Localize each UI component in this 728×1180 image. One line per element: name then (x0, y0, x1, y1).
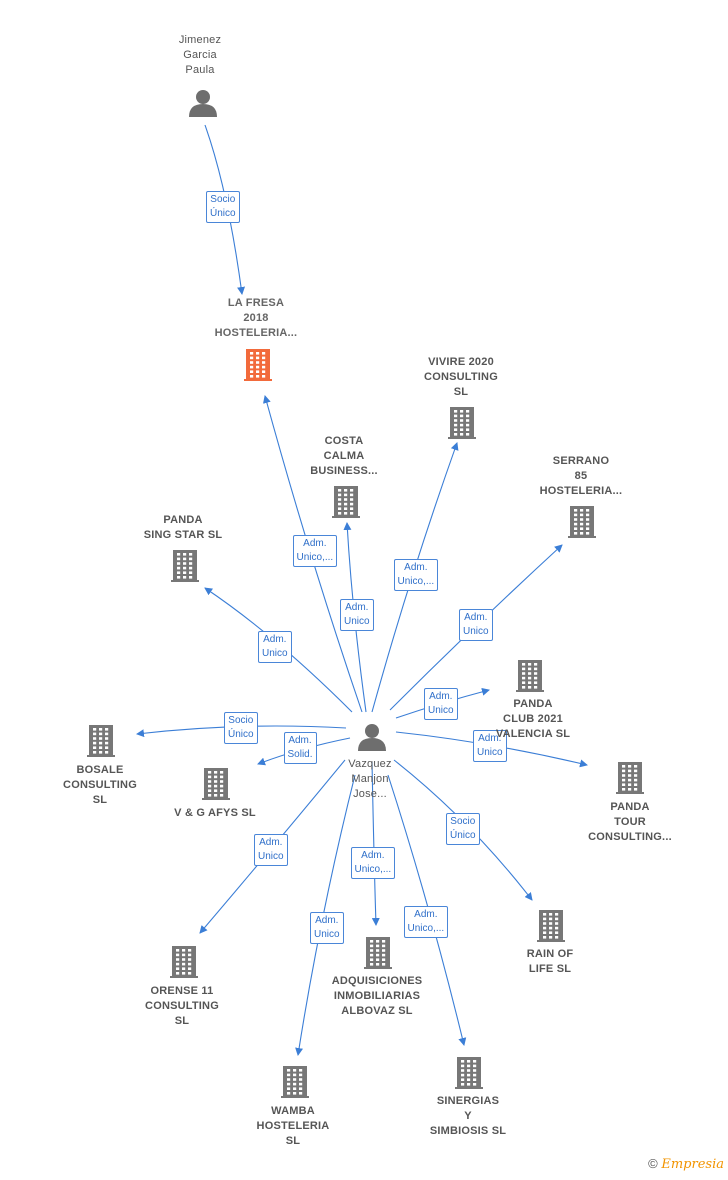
edge-label-vazquez-vivire[interactable]: Adm. Unico,... (393, 559, 439, 591)
edge-label-vazquez-wamba[interactable]: Adm. Unico (310, 912, 344, 944)
building-icon-wamba[interactable] (281, 1066, 309, 1098)
building-icon-bosale[interactable] (87, 725, 115, 757)
footer: © Empresia (648, 1156, 724, 1172)
icons-layer (87, 90, 644, 1098)
node-label-tour[interactable]: PANDA TOUR CONSULTING... (588, 801, 672, 843)
building-icon-albovaz[interactable] (364, 937, 392, 969)
node-label-vivire[interactable]: VIVIRE 2020 CONSULTING SL (424, 356, 498, 398)
building-icon-tour[interactable] (616, 762, 644, 794)
person-icon-vazquez[interactable] (358, 724, 386, 751)
brand-logo[interactable]: Empresia (661, 1157, 724, 1172)
node-label-sinergias[interactable]: SINERGIAS Y SIMBIOSIS SL (429, 1095, 507, 1137)
building-icon-rainoflife[interactable] (537, 910, 565, 942)
building-icon-sinergias[interactable] (455, 1057, 483, 1089)
edge-label-vazquez-serrano[interactable]: Adm. Unico (459, 609, 493, 641)
node-label-lafresa[interactable]: LA FRESA 2018 HOSTELERIA... (214, 297, 298, 339)
edge-label-jimenez-lafresa[interactable]: Socio Único (206, 191, 240, 223)
person-icon-jimenez[interactable] (189, 90, 217, 117)
building-icon-vivire[interactable] (448, 407, 476, 439)
node-label-vgafys[interactable]: V & G AFYS SL (174, 807, 256, 819)
node-label-costa[interactable]: COSTA CALMA BUSINESS... (310, 435, 378, 477)
edge-label-vazquez-costa[interactable]: Adm. Unico (340, 599, 374, 631)
edge-label-vazquez-albovaz[interactable]: Adm. Unico,... (350, 847, 396, 879)
building-icon-singstar[interactable] (171, 550, 199, 582)
building-icon-orense[interactable] (170, 946, 198, 978)
edge-label-vazquez-vgafys[interactable]: Adm. Solid. (283, 732, 317, 764)
copyright-symbol: © (648, 1156, 658, 1171)
node-label-serrano[interactable]: SERRANO 85 HOSTELERIA... (539, 455, 623, 497)
building-icon-club2021[interactable] (516, 660, 544, 692)
edge-label-vazquez-tour[interactable]: Adm. Unico (473, 730, 507, 762)
node-label-jimenez[interactable]: Jimenez Garcia Paula (178, 34, 222, 76)
edge-label-vazquez-rainoflife[interactable]: Socio Único (446, 813, 480, 845)
node-label-bosale[interactable]: BOSALE CONSULTING SL (63, 764, 137, 806)
edge-label-vazquez-singstar[interactable]: Adm. Unico (258, 631, 292, 663)
node-label-singstar[interactable]: PANDA SING STAR SL (143, 514, 223, 541)
edge-label-vazquez-bosale[interactable]: Socio Único (224, 712, 258, 744)
node-label-orense[interactable]: ORENSE 11 CONSULTING SL (145, 985, 219, 1027)
node-label-club2021[interactable]: PANDA CLUB 2021 VALENCIA SL (495, 698, 571, 740)
edges-layer (136, 124, 588, 1056)
building-icon-lafresa[interactable] (244, 349, 272, 381)
edge-label-vazquez-sinergias[interactable]: Adm. Unico,... (403, 906, 449, 938)
edge-label-vazquez-club2021[interactable]: Adm. Unico (424, 688, 458, 720)
node-label-wamba[interactable]: WAMBA HOSTELERIA SL (256, 1105, 330, 1147)
node-label-rainoflife[interactable]: RAIN OF LIFE SL (526, 948, 574, 975)
building-icon-costa[interactable] (332, 486, 360, 518)
node-label-vazquez[interactable]: Vazquez Manjon Jose... (348, 758, 392, 800)
edge-label-vazquez-lafresa[interactable]: Adm. Unico,... (292, 535, 338, 567)
edge-label-vazquez-orense[interactable]: Adm. Unico (254, 834, 288, 866)
building-icon-serrano[interactable] (568, 506, 596, 538)
building-icon-vgafys[interactable] (202, 768, 230, 800)
node-label-albovaz[interactable]: ADQUISICIONES INMOBILIARIAS ALBOVAZ SL (331, 975, 423, 1017)
